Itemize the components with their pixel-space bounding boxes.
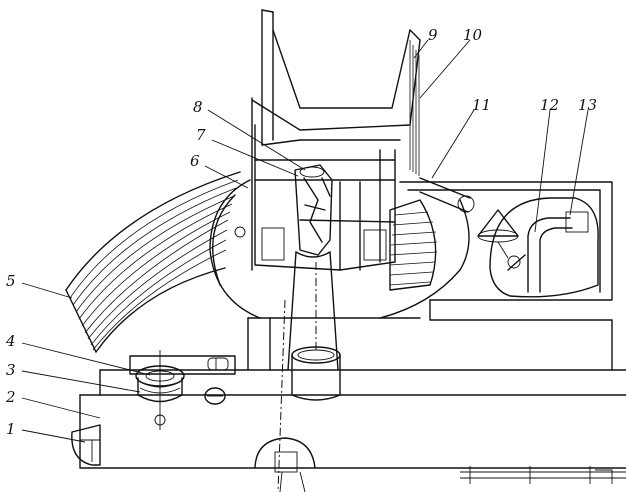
right-frame	[399, 177, 613, 371]
u-magazine	[251, 9, 421, 271]
cutter-assembly	[277, 164, 341, 492]
callout-12: 12	[540, 96, 559, 114]
callout-2: 2	[5, 388, 16, 406]
callout-8: 8	[193, 98, 203, 116]
callout-11: 11	[472, 96, 491, 114]
callout-4: 4	[5, 332, 16, 350]
round-plate	[209, 179, 470, 371]
callout-10: 10	[463, 26, 483, 44]
leader-lines	[21, 39, 589, 443]
base-plate	[71, 369, 626, 492]
callout-6: 6	[190, 152, 200, 170]
arc-guide	[65, 171, 241, 353]
callout-labels: 1 2 3 4 5 6 7 8 9 10 11 12 13	[5, 26, 597, 438]
clamp-nut	[129, 350, 236, 430]
callout-7: 7	[196, 126, 206, 144]
callout-13: 13	[578, 96, 597, 114]
callout-9: 9	[428, 26, 438, 44]
callout-1: 1	[6, 420, 16, 438]
callout-3: 3	[6, 361, 16, 379]
callout-5: 5	[6, 272, 16, 290]
